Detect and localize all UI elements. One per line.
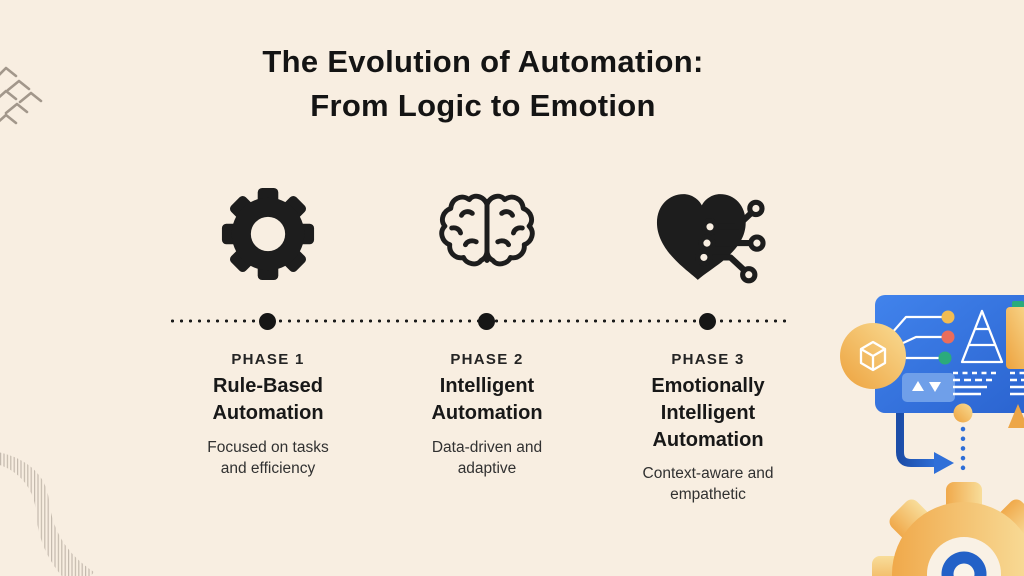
phase-1-label: PHASE 1: [231, 351, 305, 368]
phase-2-description: Data-driven and adaptive: [431, 438, 543, 477]
node-dot-yellow: [941, 310, 955, 324]
chevron-pattern-icon: [0, 66, 43, 125]
timeline-dot: [478, 313, 495, 330]
arrowhead-right-icon: [934, 452, 954, 474]
up-triangle-icon: [912, 381, 924, 391]
connector-dot: [953, 403, 973, 423]
down-triangle-icon: [929, 382, 941, 392]
node-dot-green: [938, 351, 952, 365]
phase-3-column: PHASE 3 Emotionally Intelligent Automati…: [602, 351, 814, 506]
selector-box: [902, 373, 955, 402]
clipboard-icon: [1006, 307, 1024, 369]
pyramid-chart-icon: [960, 309, 1004, 364]
phase-1-column: PHASE 1 Rule-Based Automation Focused on…: [162, 351, 374, 479]
timeline-dot: [259, 313, 276, 330]
phase-3-label: PHASE 3: [671, 351, 745, 368]
striped-ribbon-icon: [0, 452, 94, 576]
node-dot-red: [941, 330, 955, 344]
timeline-dot: [699, 313, 716, 330]
arrowhead-up-icon: [1008, 404, 1024, 428]
elbow-arrow: [896, 413, 936, 467]
gear-icon: [219, 185, 317, 283]
phase-2-label: PHASE 2: [450, 351, 524, 368]
cube-icon: [859, 340, 887, 372]
phase-3-heading: Emotionally Intelligent Automation: [651, 375, 765, 451]
heart-circuit-icon: [650, 186, 770, 288]
gear-wheel-illustration: [872, 482, 1024, 576]
phase-1-description: Focused on tasks and efficiency: [207, 438, 329, 477]
phase-3-description: Context-aware and empathetic: [642, 465, 774, 504]
phase-2-heading: Intelligent Automation: [431, 375, 543, 424]
automation-dashboard-illustration: [840, 295, 1024, 576]
phase-2-column: PHASE 2 Intelligent Automation Data-driv…: [381, 351, 593, 479]
phase-1-heading: Rule-Based Automation: [212, 375, 324, 424]
brain-icon: [436, 180, 538, 282]
page-title: The Evolution of Automation: From Logic …: [262, 44, 704, 124]
